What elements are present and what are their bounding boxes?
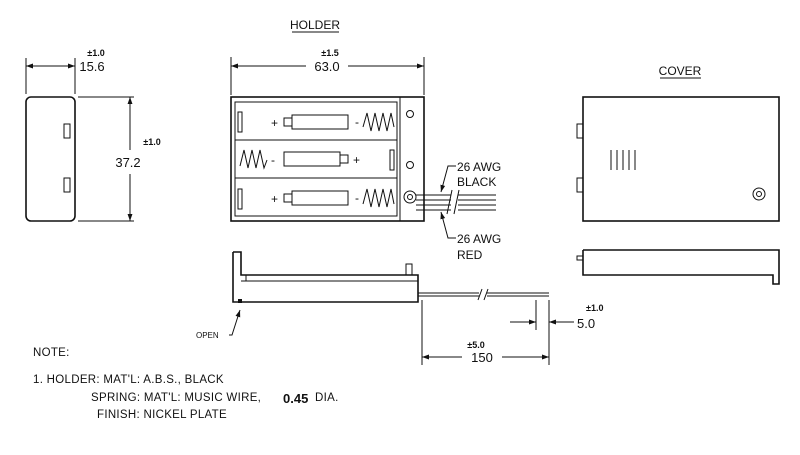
side-height-value: 37.2 — [115, 155, 140, 170]
cover-body-outline — [582, 96, 780, 222]
cover-tab-lower — [576, 177, 584, 193]
holder-body-outline — [230, 96, 425, 222]
spring-icon — [362, 188, 395, 208]
notes-block: NOTE: 1. HOLDER: MAT'L: A.B.S., BLACK SP… — [33, 347, 339, 421]
battery-cell-1-plus: + — [271, 116, 278, 130]
wire-length-dimensions: 5.0 ±1.0 150 ±5.0 — [421, 300, 603, 365]
holder-rivet-middle — [406, 161, 414, 169]
wire-black-leader — [440, 165, 456, 193]
contact-plate-3 — [237, 188, 243, 210]
notes-line-2-suffix: DIA. — [315, 392, 339, 404]
wire-red-gauge: 26 AWG — [457, 232, 501, 246]
spring-icon — [239, 149, 268, 170]
notes-line-2-value: 0.45 — [283, 391, 308, 406]
holder-width-value: 63.0 — [314, 59, 339, 74]
cover-edge-tab — [576, 255, 584, 261]
battery-cell-2-minus: - — [271, 153, 275, 167]
side-tab-upper — [63, 123, 71, 139]
strip-length-tolerance: ±1.0 — [586, 303, 603, 313]
battery-cell-1-terminal — [283, 117, 293, 127]
elevation-wire-break-symbol — [477, 288, 489, 301]
holder-width-label-gap — [306, 60, 348, 72]
holder-elevation-view: OPEN — [196, 251, 549, 340]
cover-screw-ring — [752, 187, 766, 201]
wire-break-symbol — [446, 189, 460, 215]
strip-length-value: 5.0 — [577, 316, 595, 331]
open-label: OPEN — [196, 331, 219, 340]
notes-line-2-prefix: SPRING: MAT'L: MUSIC WIRE, — [91, 392, 261, 404]
wire-leads — [416, 189, 496, 215]
wire-length-label-gap — [462, 350, 502, 362]
wire-red-color: RED — [457, 248, 483, 262]
cover-view: COVER — [576, 64, 780, 285]
elevation-clip — [405, 263, 413, 276]
holder-title: HOLDER — [290, 18, 340, 32]
open-leader — [229, 309, 241, 336]
cover-vent-slots — [610, 150, 636, 170]
spring-icon — [362, 112, 395, 132]
side-height-tolerance: ±1.0 — [143, 137, 160, 147]
battery-cell-3 — [291, 190, 349, 206]
battery-cell-1 — [291, 114, 349, 130]
wire-length-tolerance: ±5.0 — [467, 340, 484, 350]
notes-line-3: FINISH: NICKEL PLATE — [97, 409, 227, 421]
holder-rivet-top — [406, 110, 414, 118]
holder-view: HOLDER 63.0 ±1.5 + - - + — [230, 18, 501, 262]
side-view: 15.6 ±1.0 37.2 ±1.0 — [25, 48, 161, 222]
contact-plate-1 — [237, 111, 243, 133]
cover-screw-hole — [756, 191, 762, 197]
wire-black-gauge: 26 AWG — [457, 160, 501, 174]
holder-wire-exit-hole — [407, 194, 413, 200]
cover-tab-upper — [576, 123, 584, 139]
side-body-outline — [25, 96, 76, 222]
battery-cell-2-plus: + — [353, 153, 360, 167]
battery-cell-1-minus: - — [355, 115, 359, 129]
battery-cell-3-plus: + — [271, 192, 278, 206]
wire-black-color: BLACK — [457, 175, 496, 189]
contact-plate-2 — [389, 149, 395, 171]
battery-slot-2 — [234, 139, 398, 179]
elevation-body-outline — [232, 251, 419, 303]
notes-line-1: 1. HOLDER: MAT'L: A.B.S., BLACK — [33, 374, 224, 386]
elevation-open-notch — [238, 299, 242, 303]
cover-title: COVER — [659, 64, 702, 78]
battery-cell-3-minus: - — [355, 191, 359, 205]
wire-red-leader — [440, 211, 456, 239]
side-width-tolerance: ±1.0 — [87, 48, 104, 58]
battery-slot-3 — [234, 177, 398, 217]
holder-width-tolerance: ±1.5 — [321, 48, 338, 58]
side-width-value: 15.6 — [79, 59, 104, 74]
cover-edge-outline — [582, 249, 780, 285]
notes-heading: NOTE: — [33, 347, 70, 359]
battery-cell-3-terminal — [283, 193, 293, 203]
battery-cell-2-terminal — [339, 154, 349, 164]
holder-wire-exit-ring — [403, 190, 417, 204]
battery-slot-1 — [234, 101, 398, 141]
battery-cell-2 — [283, 151, 341, 167]
wire-length-value: 150 — [471, 350, 493, 365]
side-tab-lower — [63, 177, 71, 193]
